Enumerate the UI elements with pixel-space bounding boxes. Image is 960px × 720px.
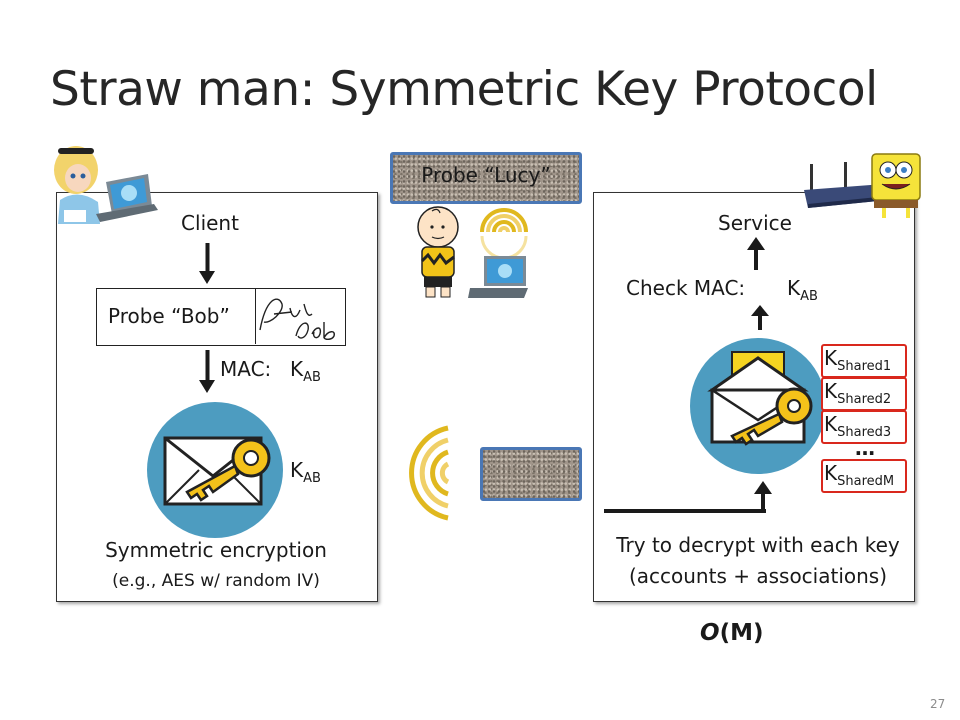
shared-key-box-3	[821, 410, 907, 444]
check-mac-up-arrow	[751, 305, 769, 330]
slide-title: Straw man: Symmetric Key Protocol	[50, 62, 878, 117]
service-caption-line1: Try to decrypt with each key	[616, 533, 900, 557]
service-label: Service	[718, 211, 792, 235]
client-caption-line1: Symmetric encryption	[105, 538, 327, 562]
shared-key-3: KShared3	[824, 412, 892, 440]
shared-key-box-1	[821, 344, 907, 378]
wireless-signal-left-icon	[409, 425, 450, 521]
mac-down-arrow	[199, 350, 215, 393]
complexity-label: O(M)	[700, 620, 764, 646]
charlie-brown-icon	[417, 206, 459, 298]
shared-key-2: KShared2	[824, 379, 892, 407]
probe-bob-text: Probe “Bob”	[108, 304, 230, 328]
shared-key-m: KSharedM	[824, 461, 895, 489]
gold-key-icon	[185, 438, 271, 502]
signature-divider	[255, 289, 256, 344]
service-caption-line2: (accounts + associations)	[628, 564, 888, 588]
probe-lucy-message	[390, 152, 582, 204]
encrypted-message-noise	[480, 447, 582, 501]
check-mac-key-kab: KAB	[787, 276, 818, 304]
shared-key-ellipsis: …	[855, 436, 875, 460]
gold-key-icon	[730, 387, 813, 446]
shared-key-box-m	[821, 459, 907, 493]
probe-lucy-text: Probe “Lucy”	[421, 163, 551, 187]
client-caption-line2: (e.g., AES w/ random IV)	[112, 571, 320, 591]
client-label: Client	[181, 211, 239, 235]
check-mac-label: Check MAC:	[626, 276, 746, 300]
mac-key-kab: KAB	[290, 357, 321, 385]
incoming-message-arrow	[604, 481, 772, 513]
alice-laptop-icon	[54, 146, 158, 224]
mac-label: MAC:	[220, 357, 272, 381]
attacker-laptop-icon	[468, 256, 528, 298]
wireless-signal-icon	[480, 208, 528, 256]
spongebob-icon	[871, 153, 921, 218]
service-up-arrow	[747, 237, 765, 270]
service-decrypt-envelope-icon	[690, 338, 826, 474]
client-down-arrow	[199, 243, 215, 284]
page-number: 27	[930, 697, 946, 711]
alice-bob-signature-icon	[259, 298, 336, 341]
shared-key-1: KShared1	[824, 346, 892, 374]
client-key-kab: KAB	[290, 458, 321, 486]
client-encrypted-envelope-icon	[147, 402, 283, 538]
